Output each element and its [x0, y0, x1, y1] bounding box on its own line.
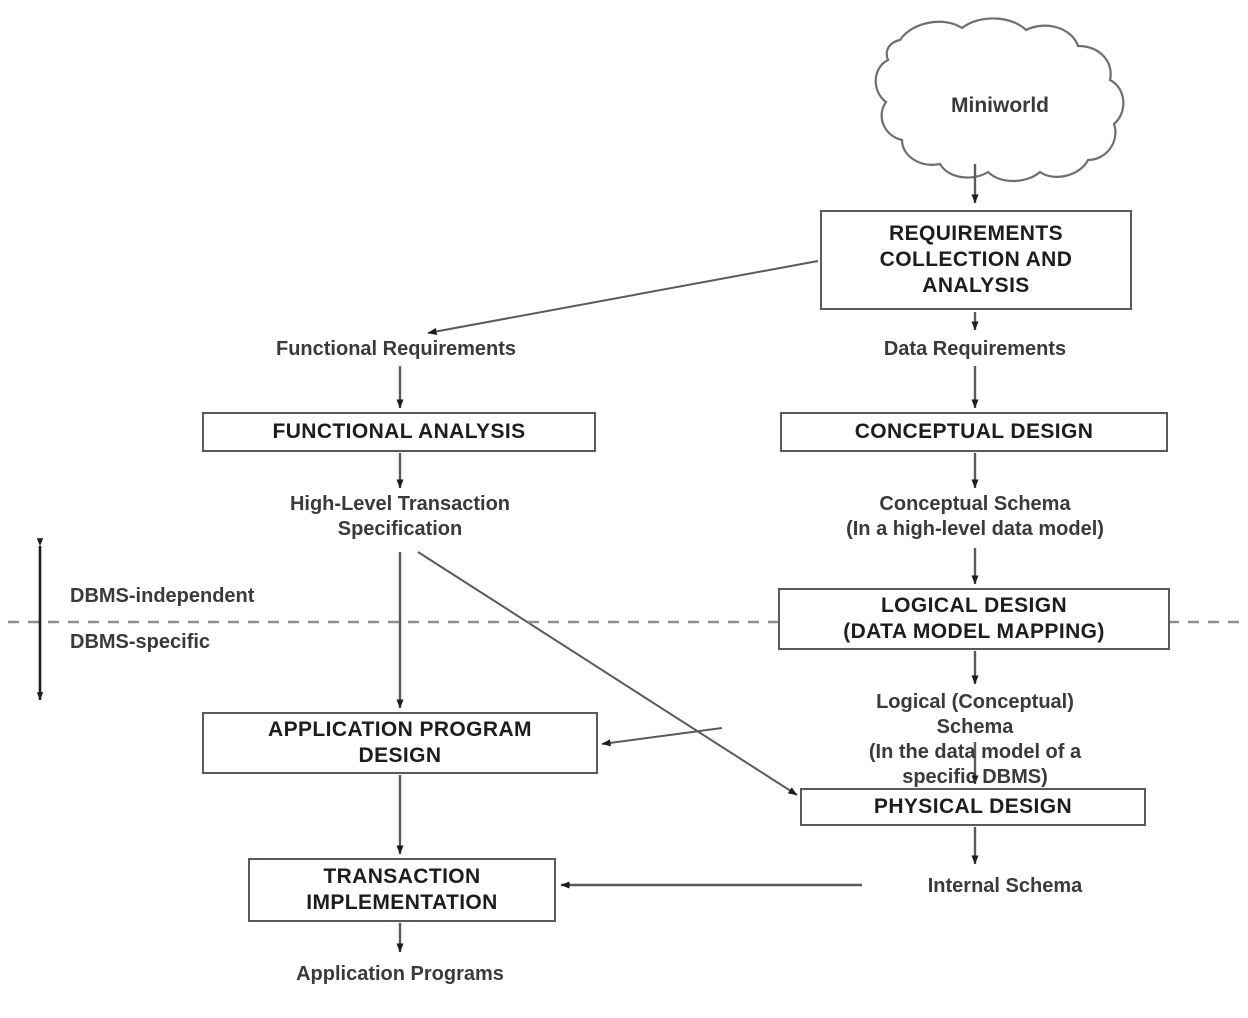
- label-conceptual-schema: Conceptual Schema (In a high-level data …: [846, 493, 1104, 540]
- label-data-requirements: Data Requirements: [883, 338, 1067, 360]
- box-transaction-implementation[interactable]: TRANSACTION IMPLEMENTATION: [248, 858, 556, 922]
- miniworld-label: Miniworld: [951, 94, 1049, 117]
- label-dbms-independent: DBMS-independent: [70, 585, 255, 607]
- box-logical-design[interactable]: LOGICAL DESIGN (DATA MODEL MAPPING): [778, 588, 1170, 650]
- label-high-level-transaction-specification: High-Level Transaction Specification: [289, 493, 511, 540]
- label-internal-schema: Internal Schema: [927, 875, 1083, 897]
- box-conceptual-design[interactable]: CONCEPTUAL DESIGN: [780, 412, 1168, 452]
- label-application-programs: Application Programs: [296, 963, 504, 985]
- label-functional-requirements: Functional Requirements: [275, 338, 517, 360]
- arrow-logical-schema-to-application-program-design: [601, 727, 723, 747]
- box-physical-design[interactable]: PHYSICAL DESIGN: [800, 788, 1146, 826]
- label-logical-conceptual-schema: Logical (Conceptual) Schema (In the data…: [868, 691, 1082, 788]
- arrow-requirements-to-functional-requirements: [427, 260, 819, 335]
- box-application-program-design[interactable]: APPLICATION PROGRAM DESIGN: [202, 712, 598, 774]
- label-dbms-specific: DBMS-specific: [70, 631, 211, 653]
- box-functional-analysis[interactable]: FUNCTIONAL ANALYSIS: [202, 412, 596, 452]
- box-requirements-collection-and-analysis[interactable]: REQUIREMENTS COLLECTION AND ANALYSIS: [820, 210, 1132, 310]
